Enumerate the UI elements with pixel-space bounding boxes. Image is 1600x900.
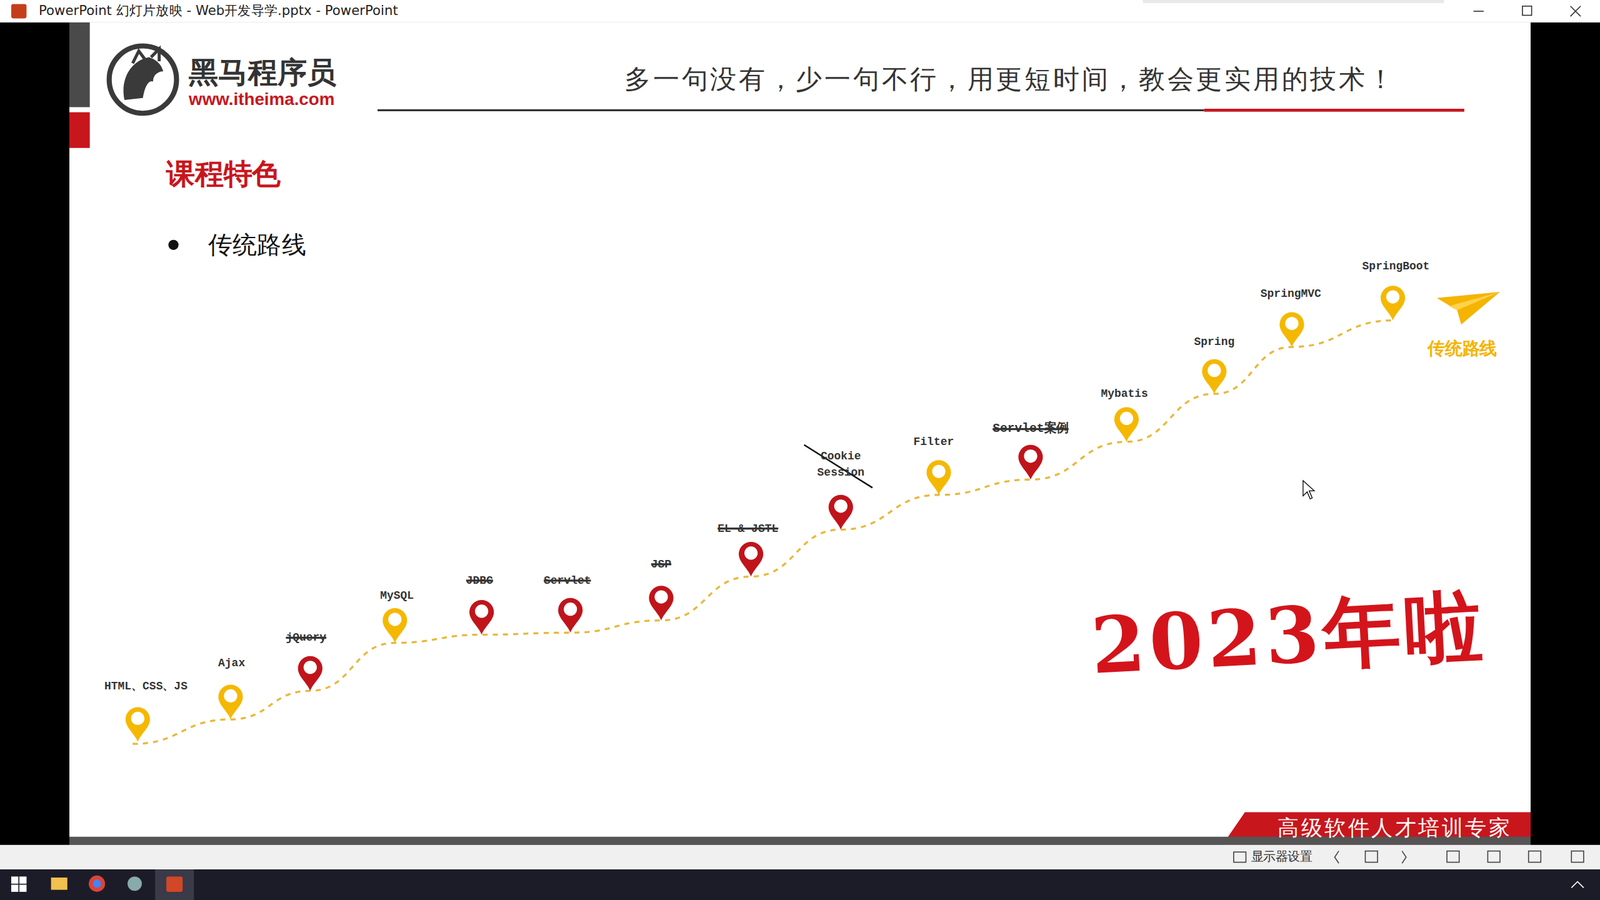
route-label: SpringMVC bbox=[1260, 287, 1322, 300]
map-pin bbox=[738, 541, 764, 577]
route-label: Filter bbox=[913, 435, 955, 449]
map-pin bbox=[1279, 312, 1304, 348]
pin-hole bbox=[223, 689, 237, 703]
map-pin bbox=[298, 656, 323, 692]
route-label: JSP bbox=[651, 558, 672, 571]
route-label: Servlet bbox=[543, 574, 591, 587]
logo-url: www.itheima.com bbox=[188, 90, 335, 111]
route-label: HTML、CSS、JS bbox=[104, 678, 188, 694]
status-text: 显示器设置 bbox=[1251, 848, 1313, 867]
route-label: JDBC bbox=[466, 574, 494, 587]
pin-hole bbox=[1207, 363, 1221, 377]
map-pin bbox=[125, 706, 150, 742]
pin-hole bbox=[1285, 316, 1299, 330]
pin-hole bbox=[654, 590, 668, 604]
map-pin bbox=[648, 585, 674, 621]
pin-hole bbox=[131, 711, 145, 725]
banner-text: 高级软件人才培训专家 bbox=[1277, 813, 1513, 842]
pin-hole bbox=[931, 465, 945, 479]
pin-hole bbox=[563, 602, 577, 616]
map-pin bbox=[218, 685, 243, 720]
map-pin bbox=[1201, 359, 1227, 395]
pin-hole bbox=[744, 546, 758, 560]
route-label: EL & JSTL bbox=[717, 522, 779, 535]
slide-heading: 课程特色 bbox=[166, 155, 281, 194]
pin-hole bbox=[475, 604, 489, 618]
map-pin bbox=[469, 600, 494, 635]
route-label: MySQL bbox=[380, 590, 414, 603]
route-label: Spring bbox=[1194, 335, 1235, 349]
route-label: Ajax bbox=[218, 656, 245, 670]
route-label: Cookie Session bbox=[812, 448, 870, 481]
map-pin bbox=[926, 460, 951, 495]
pin-hole bbox=[1023, 449, 1037, 463]
route-label: Servlet案例 bbox=[992, 420, 1069, 438]
map-pin bbox=[558, 598, 583, 634]
map-pin bbox=[1018, 445, 1043, 480]
map-pin bbox=[1380, 285, 1405, 321]
pin-hole bbox=[834, 499, 848, 513]
logo-name: 黑马程序员 bbox=[188, 53, 337, 94]
pin-hole bbox=[1120, 411, 1134, 425]
route-label: SpringBoot bbox=[1362, 260, 1430, 273]
pin-hole bbox=[388, 612, 402, 626]
map-pin bbox=[828, 495, 854, 530]
plane-label: 传统路线 bbox=[1427, 337, 1497, 362]
route-label: jQuery bbox=[285, 631, 327, 645]
slogan: 多一句没有，少一句不行，用更短时间，教会更实用的技术！ bbox=[624, 61, 1396, 98]
route-label: Mybatis bbox=[1100, 387, 1148, 400]
map-pin bbox=[382, 608, 407, 644]
bullet-text: 传统路线 bbox=[208, 228, 307, 262]
map-pin bbox=[1114, 406, 1139, 442]
year-stamp: 2023年啦 bbox=[1088, 575, 1490, 701]
window-title: PowerPoint 幻灯片放映 - Web开发导学.pptx - PowerP… bbox=[38, 1, 399, 20]
pin-hole bbox=[303, 660, 317, 674]
pin-hole bbox=[1386, 290, 1400, 304]
